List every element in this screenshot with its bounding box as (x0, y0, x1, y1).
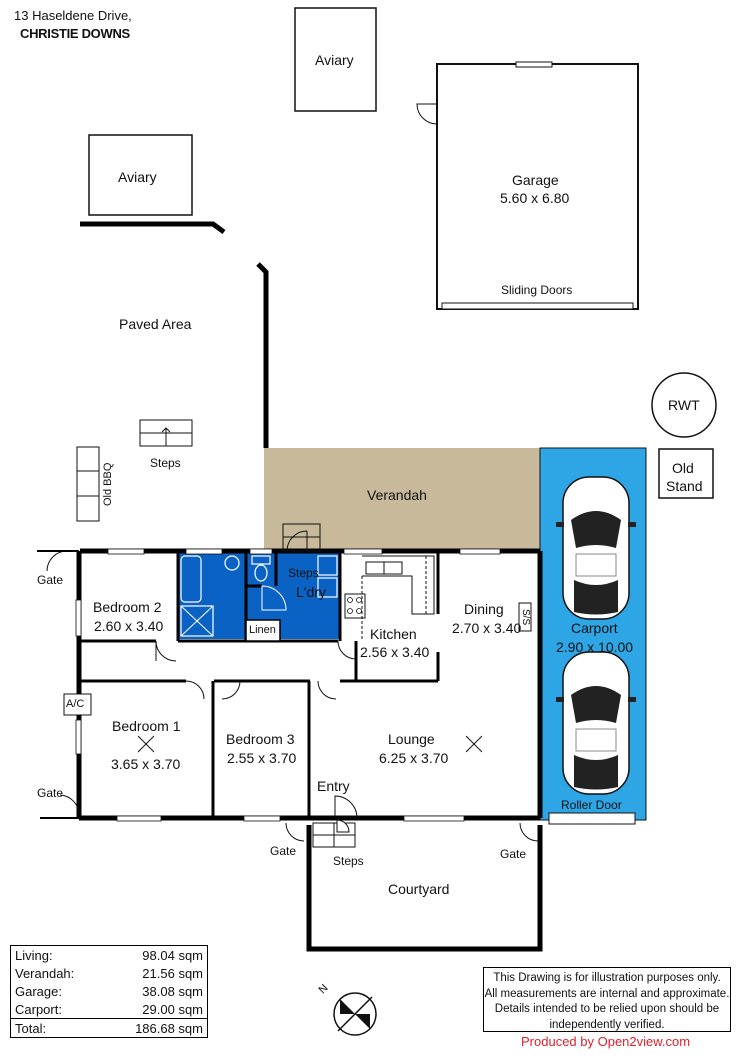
area-total-row: Total:186.68 sqm (10, 1018, 208, 1038)
area-label: Total: (10, 1018, 104, 1038)
old-bbq-label: Old BBQ (102, 462, 114, 506)
garage-size: 5.60 x 6.80 (500, 190, 570, 206)
entry-label: Entry (317, 778, 350, 794)
car-icon (556, 651, 636, 795)
cooktop (344, 593, 366, 619)
area-value: 29.00 sqm (142, 1001, 203, 1017)
kitchen-bench (362, 555, 435, 615)
verandah-area (264, 448, 540, 551)
bedroom2-size: 2.60 x 3.40 (94, 618, 164, 634)
aviary-top-label: Aviary (315, 52, 354, 68)
roller-door-mark (548, 812, 636, 825)
gate-label: Gate (37, 573, 64, 587)
dining-label: Dining (464, 601, 504, 617)
aviary-left-label: Aviary (118, 169, 157, 185)
area-value: 21.56 sqm (142, 965, 203, 981)
car-icon (556, 476, 636, 620)
area-row: Garage: 38.08 sqm (11, 982, 208, 1000)
address-line-2: CHRISTIE DOWNS (20, 26, 130, 41)
ac-label: A/C (66, 698, 85, 710)
address-line-1: 13 Haseldene Drive, (14, 8, 132, 23)
producer-credit: Produced by Open2view.com (521, 1034, 691, 1049)
disclaimer-box: This Drawing is for illustration purpose… (483, 967, 731, 1032)
gate-label: Gate (270, 844, 297, 858)
fridge-space (518, 602, 532, 632)
garage-window (515, 61, 553, 68)
old-bbq-outline (76, 446, 100, 522)
verandah-label: Verandah (367, 487, 427, 503)
old-stand-line2: Stand (666, 478, 703, 494)
sliding-doors-label: Sliding Doors (501, 283, 573, 297)
area-label: Living: (15, 947, 53, 963)
rwt-tank (651, 372, 717, 438)
paved-steps-label: Steps (150, 456, 181, 470)
fence-wall (80, 221, 226, 235)
courtyard-wall (306, 825, 543, 952)
bedroom1-size: 3.65 x 3.70 (111, 756, 181, 772)
laundry-label: L'dry (296, 584, 326, 600)
bedroom3-label: Bedroom 3 (226, 731, 295, 747)
bedroom2-label: Bedroom 2 (93, 599, 162, 615)
gate-label: Gate (37, 786, 64, 800)
area-value: 38.08 sqm (142, 983, 203, 999)
bathtub (180, 555, 202, 603)
ss-label: S/S (520, 609, 531, 626)
dining-size: 2.70 x 3.40 (452, 620, 522, 636)
aviary-left-outline (88, 134, 193, 216)
bathroom-area (178, 553, 246, 639)
disclaimer-line: This Drawing is for illustration purpose… (493, 972, 721, 984)
ceiling-fan-icon (137, 735, 483, 753)
garage-label: Garage (512, 172, 559, 188)
laundry-steps-label: Steps (288, 566, 319, 580)
lounge-size: 6.25 x 3.70 (379, 750, 449, 766)
linen-label: Linen (249, 624, 276, 636)
bedroom1-label: Bedroom 1 (112, 718, 181, 734)
old-stand-outline (658, 448, 714, 499)
aviary-top-outline (294, 7, 377, 112)
laundry-area-upper (276, 553, 340, 586)
rwt-label: RWT (668, 397, 700, 413)
kitchen-label: Kitchen (370, 626, 417, 642)
lounge-label: Lounge (388, 731, 435, 747)
courtyard-label: Courtyard (388, 881, 450, 897)
entry-door-swing (334, 795, 358, 819)
area-row: Living: 98.04 sqm (11, 946, 208, 965)
compass-icon (333, 992, 377, 1036)
area-label: Verandah: (15, 965, 75, 981)
disclaimer-line: All measurements are internal and approx… (484, 987, 730, 1000)
bedroom3-size: 2.55 x 3.70 (227, 750, 297, 766)
area-value: 98.04 sqm (142, 947, 203, 963)
entry-steps-label: Steps (333, 854, 364, 868)
area-row: Carport: 29.00 sqm (11, 1000, 208, 1019)
boundary-wall (256, 262, 269, 448)
area-summary-table: Living: 98.04 sqm Verandah: 21.56 sqm Gara… (10, 945, 208, 1038)
disclaimer-line: independently verified. (549, 1018, 665, 1031)
disclaimer-line: Details intended to be relied upon shoul… (494, 1003, 720, 1016)
carport-size: 2.90 x 10.00 (556, 639, 634, 655)
garage-door-swing (416, 103, 438, 125)
area-value: 186.68 sqm (103, 1018, 208, 1038)
gate-label: Gate (500, 847, 527, 861)
area-row: Verandah: 21.56 sqm (11, 964, 208, 982)
kitchen-size: 2.56 x 3.40 (360, 644, 430, 660)
area-label: Garage: (15, 983, 62, 999)
old-stand-line1: Old (672, 460, 694, 476)
linen-cupboard (245, 619, 281, 642)
ac-unit (63, 693, 92, 716)
paved-area-label: Paved Area (119, 316, 192, 332)
area-label: Carport: (15, 1001, 62, 1017)
carport-label: Carport (571, 620, 618, 636)
sliding-doors-mark (441, 302, 634, 310)
roller-door-label: Roller Door (561, 798, 622, 812)
